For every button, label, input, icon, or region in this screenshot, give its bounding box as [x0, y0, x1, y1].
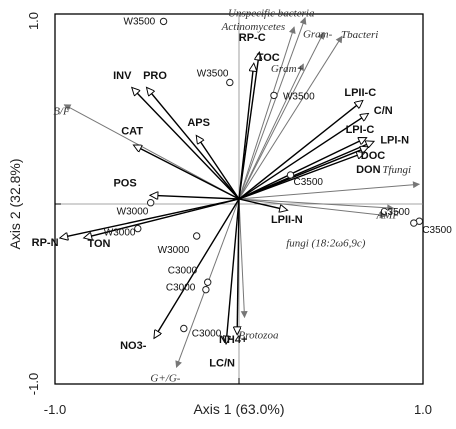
soil-arrow-label-doc: DOC	[361, 150, 386, 162]
site-point	[159, 17, 168, 26]
soil-arrow-cat	[134, 145, 240, 200]
microbe-arrow-tbacteri	[238, 35, 343, 200]
soil-arrow-label-pro: PRO	[143, 70, 167, 82]
site-label: W3500	[283, 91, 315, 102]
site-point	[226, 78, 234, 87]
microbe-arrow-b-f	[63, 104, 240, 200]
microbe-arrow-label-protozoa: Protozoa	[238, 329, 279, 341]
soil-arrow-c-n	[238, 114, 368, 200]
y-tick-label-bottom: -1.0	[26, 373, 41, 395]
soil-arrow-no3	[154, 198, 240, 338]
soil-arrow-label-c-n: C/N	[374, 105, 393, 117]
microbe-arrow-gram	[238, 31, 325, 200]
soil-arrow-label-lpi-c: LPI-C	[346, 124, 375, 136]
y-axis-ticks	[55, 13, 61, 385]
microbe-arrow-unspecific-bacteria	[238, 17, 307, 200]
soil-arrow-label-rp-n: RP-N	[32, 237, 59, 249]
soil-arrow-label-no3: NO3-	[120, 340, 147, 352]
site-label: W3000	[158, 245, 190, 256]
soil-arrow-label-lpii-c: LPII-C	[344, 87, 376, 99]
x-tick-label-left: -1.0	[44, 402, 66, 417]
soil-arrow-aps	[197, 136, 240, 200]
site-point	[180, 324, 188, 333]
soil-arrow-ton	[84, 198, 240, 238]
microbe-arrow-label-b-f: B/F	[53, 106, 70, 118]
microbe-arrow-label-amf: AMF	[376, 209, 400, 221]
soil-arrow-pro	[147, 88, 240, 200]
microbe-arrow-actinomycetes	[238, 26, 296, 200]
site-label: W3000	[117, 207, 149, 218]
site-label: C3500	[422, 225, 452, 236]
soil-arrow-label-lc-n: LC/N	[209, 357, 235, 369]
x-axis-ticks	[54, 378, 424, 384]
site-label: W3500	[197, 68, 229, 79]
y-axis-title: Axis 2 (32.8%)	[7, 158, 23, 249]
soil-arrow-lpii-n	[238, 198, 287, 210]
site-point	[134, 224, 142, 233]
site-point	[204, 278, 212, 286]
soil-arrow-label-lpii-n: LPII-N	[271, 214, 303, 226]
x-tick-label-right: 1.0	[414, 402, 432, 417]
soil-arrow-lpi-c	[238, 138, 366, 200]
soil-arrow-label-inv: INV	[113, 70, 132, 82]
site-point	[286, 171, 295, 179]
microbe-arrow-label-gram: Gram+	[271, 63, 304, 75]
microbe-arrow-protozoa	[238, 198, 248, 319]
site-point	[146, 199, 155, 207]
microbe-arrow-label-gram: Gram-	[303, 29, 333, 41]
site-label: W3000	[104, 228, 136, 239]
site-label: C3500	[294, 177, 324, 188]
microbe-arrow-label-actinomycetes: Actinomycetes	[221, 21, 286, 33]
microbe-arrow-label-fungi-18-2-6-9c: fungi (18:2ω6,9c)	[286, 238, 366, 250]
microbe-arrow-label-unspecific-bacteria: Unspecific bacteria	[228, 8, 315, 20]
site-point	[410, 219, 418, 227]
site-points	[134, 17, 424, 333]
microbe-arrow-label-tbacteri: Tbacteri	[341, 29, 378, 41]
site-label: C3000	[168, 265, 198, 276]
soil-arrow-inv	[132, 88, 240, 200]
microbe-arrow-gram	[238, 63, 304, 200]
microbe-arrow-label-tfungi: Tfungi	[382, 164, 411, 176]
soil-arrow-rp-c	[238, 53, 259, 200]
soil-arrow-rp-n	[61, 198, 240, 238]
soil-arrow-lpii-c	[238, 101, 362, 200]
soil-property-arrows	[61, 53, 374, 343]
soil-arrow-toc	[238, 64, 254, 200]
soil-arrow-lc-n	[226, 198, 240, 343]
soil-arrow-label-rp-c: RP-C	[239, 32, 266, 44]
soil-arrow-nh4	[237, 198, 239, 334]
microbe-arrow-label-g-g: G+/G-	[150, 372, 180, 384]
soil-arrow-label-aps: APS	[187, 117, 210, 129]
soil-arrow-label-don: DON	[356, 164, 381, 176]
soil-arrow-pos	[151, 195, 240, 200]
soil-arrow-don	[238, 153, 364, 200]
soil-arrow-label-toc: TOC	[257, 52, 280, 64]
soil-arrow-label-lpi-n: LPI-N	[380, 135, 409, 147]
site-label: W3500	[124, 16, 156, 27]
site-label: C3000	[166, 283, 196, 294]
x-axis-title: Axis 1 (63.0%)	[193, 401, 284, 417]
microbe-arrow-tfungi	[238, 181, 421, 200]
site-point	[202, 285, 210, 294]
y-tick-label-top: 1.0	[26, 12, 41, 30]
site-label: C3500	[380, 207, 410, 218]
site-label: C3000	[192, 329, 222, 340]
microbe-arrow-fungi-18-2-6-9c	[238, 198, 387, 219]
site-point	[270, 91, 278, 100]
soil-arrow-label-ton: TON	[87, 238, 110, 250]
site-point	[192, 232, 201, 240]
microbe-arrows	[63, 17, 421, 369]
soil-arrow-label-cat: CAT	[121, 125, 143, 137]
soil-arrow-label-nh4: NH4+	[219, 334, 247, 346]
soil-arrow-label-pos: POS	[113, 177, 136, 189]
microbe-arrow-amf	[238, 198, 395, 212]
